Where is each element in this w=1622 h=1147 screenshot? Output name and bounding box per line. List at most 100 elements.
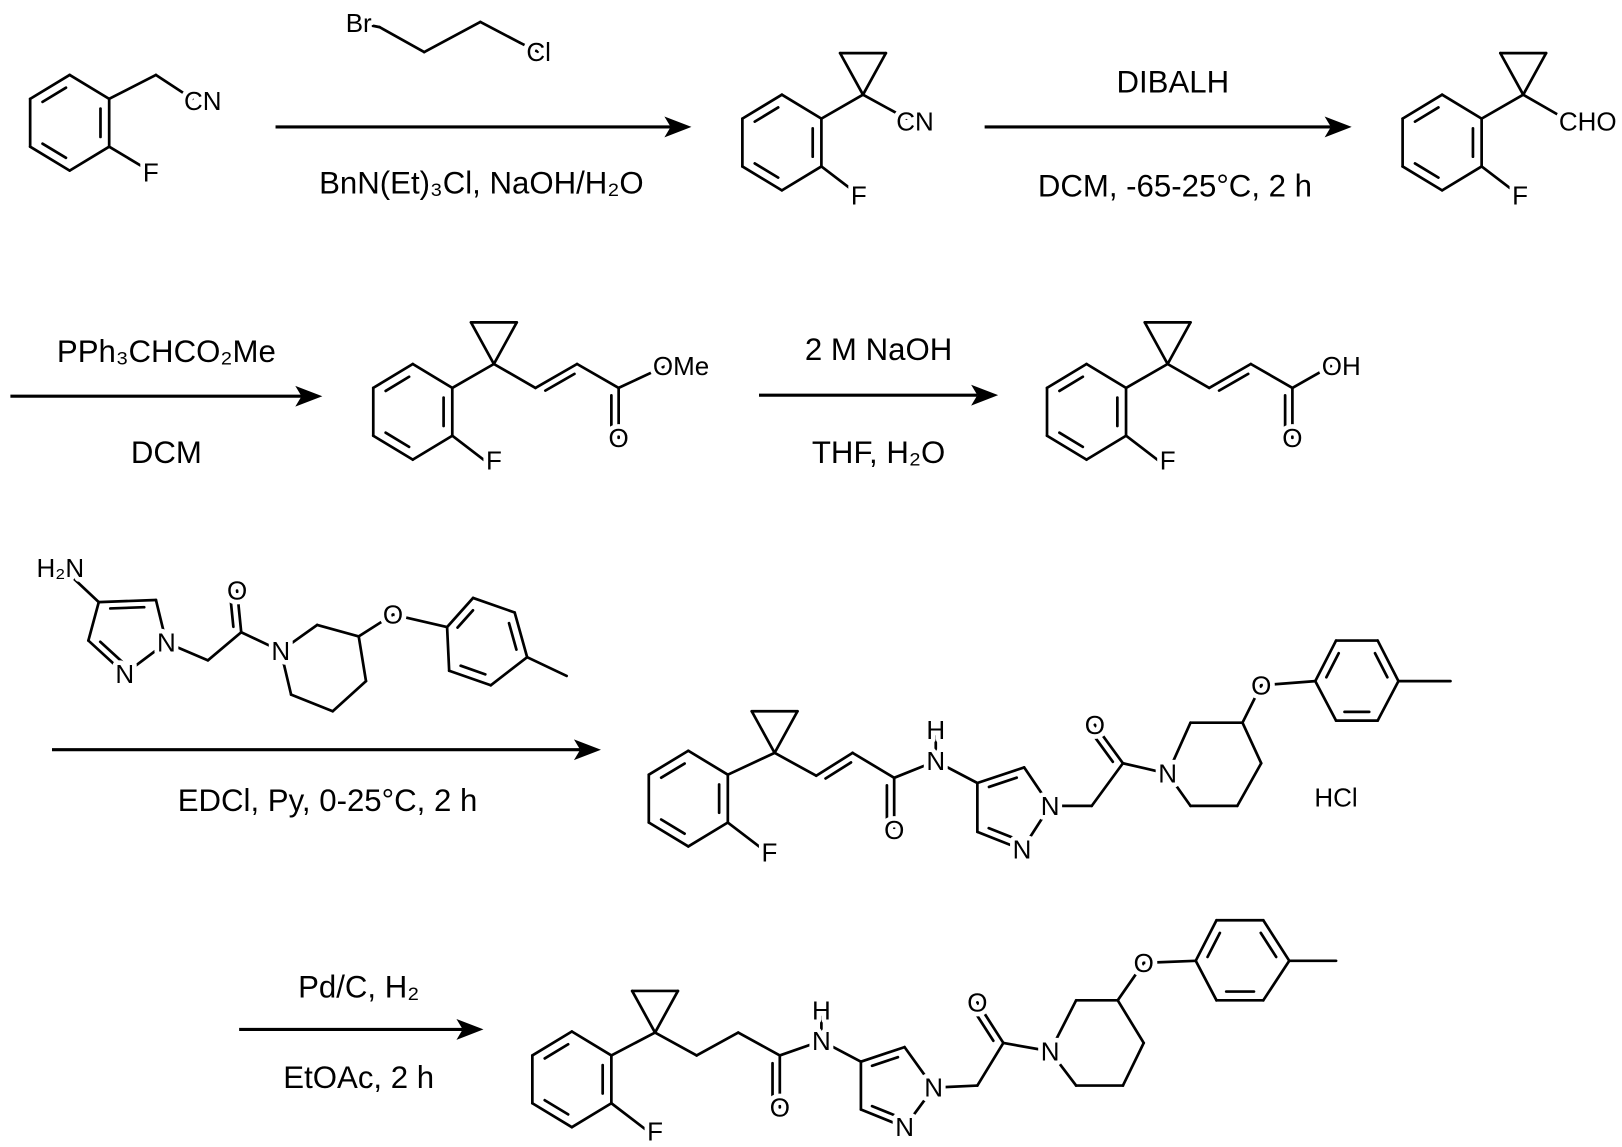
bond (479, 20, 522, 45)
bond (653, 989, 680, 1034)
bond (610, 1101, 649, 1132)
reagent-br-label: Br (346, 8, 372, 38)
bond (1401, 165, 1444, 192)
double-bond-inner (41, 142, 68, 160)
bond (686, 749, 730, 777)
bond (357, 21, 381, 29)
bond (861, 93, 909, 120)
bond (87, 639, 127, 676)
bond (28, 145, 72, 172)
o-ether-label: O (1134, 948, 1154, 978)
step1-conditions-below: BnN(Et)₃Cl, NaOH/H₂O (319, 166, 644, 201)
double-bond-inner (543, 1098, 570, 1116)
reagent-cl-label: Cl (526, 37, 551, 67)
bond (859, 1045, 906, 1064)
bond (1020, 804, 1052, 851)
bond (1259, 679, 1317, 687)
bond (411, 362, 454, 390)
bond (1480, 93, 1525, 120)
n2-label: N (895, 1112, 914, 1142)
bond (154, 73, 194, 101)
bond (976, 1001, 1005, 1045)
bond (976, 830, 1024, 851)
bond (1376, 639, 1400, 683)
bond (778, 1039, 823, 1057)
bond (534, 362, 579, 390)
double-bond-inner (108, 605, 146, 610)
compound-3-labels: CHO F (1507, 102, 1621, 215)
bond (123, 641, 168, 676)
bond (371, 434, 415, 461)
bond (357, 635, 368, 683)
bond (1121, 761, 1169, 776)
double-bond-inner (1325, 651, 1341, 679)
compound-1-labels: CN F (138, 81, 226, 192)
step6-conditions-below: EtOAc, 2 h (283, 1060, 434, 1095)
bond (726, 821, 765, 851)
bond (1002, 1041, 1052, 1053)
bond (279, 623, 319, 653)
bond (1376, 679, 1400, 722)
bond (107, 145, 147, 170)
bond (1313, 639, 1338, 683)
f-label: F (761, 838, 777, 868)
bond (235, 589, 243, 634)
bond (331, 679, 368, 713)
bond (838, 51, 865, 97)
o-ether-label: O (1251, 670, 1271, 700)
bond (1045, 434, 1088, 461)
f-label: F (143, 158, 159, 188)
bond (1440, 93, 1483, 120)
h-amide-label: H (926, 715, 945, 745)
n-amide-label: N (812, 1026, 831, 1056)
double-bond-inner (1058, 431, 1085, 449)
bond (1048, 1049, 1078, 1087)
double-bond-inner (753, 162, 780, 179)
step5-reagent-labels: H₂N N N O N O (32, 548, 408, 693)
double-bond-inner (659, 818, 686, 836)
compound-2-labels: CN F (846, 102, 938, 215)
bond (861, 51, 888, 97)
cn-label: CN (896, 107, 934, 137)
n-piperidine-label: N (271, 636, 290, 666)
bond (1194, 959, 1218, 1002)
o-ether-label: O (383, 600, 403, 630)
bond (903, 1045, 936, 1090)
salt-label: HCl (1314, 783, 1357, 813)
bond (976, 766, 1026, 785)
compound-6-labels: F O N H N N O N O HCl (757, 666, 1363, 873)
bond (1085, 362, 1128, 390)
double-bond-inner (1413, 162, 1440, 179)
bond (492, 362, 537, 390)
n-amide-label: N (926, 746, 945, 776)
bond (1143, 321, 1169, 366)
double-bond-inner (1413, 106, 1440, 123)
bond (617, 364, 667, 390)
bond (1166, 362, 1211, 390)
bond (695, 1031, 740, 1057)
bond (1440, 165, 1483, 192)
double-bond-inner (659, 762, 686, 780)
bond (859, 1108, 906, 1129)
bond (1121, 1041, 1146, 1087)
bond (450, 434, 489, 465)
bond (239, 630, 283, 653)
bond (469, 321, 496, 366)
n-piperidine-label: N (1041, 1036, 1060, 1066)
double-bond-inner (384, 375, 411, 393)
step3-arrow-head (295, 385, 323, 407)
bond (357, 613, 395, 638)
oh-label: OH (1322, 351, 1361, 381)
bond (736, 1031, 782, 1057)
bond (206, 630, 243, 662)
bond (1241, 721, 1263, 765)
bond (630, 989, 657, 1034)
step6-arrow-head (456, 1019, 484, 1040)
bond (741, 93, 784, 120)
double-bond-inner (543, 1042, 570, 1060)
n1-label: N (1041, 791, 1060, 821)
double-bond-inner (870, 1104, 900, 1118)
bond (87, 600, 101, 642)
bond (647, 821, 690, 848)
bond (154, 598, 168, 644)
